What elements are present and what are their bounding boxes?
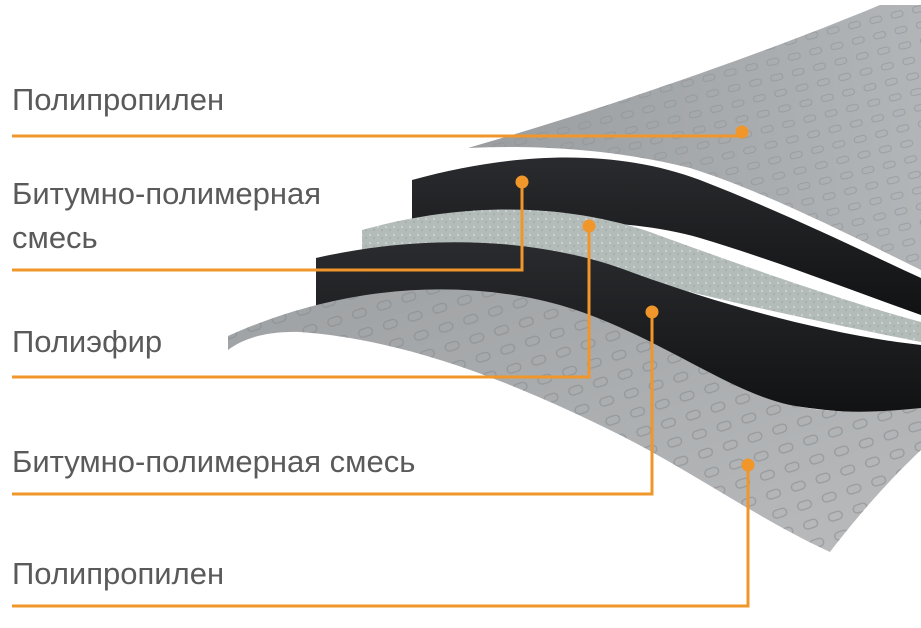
leader-line-5: [12, 465, 750, 608]
leader-dot-5: [741, 458, 755, 472]
leader-dot-4: [645, 305, 659, 319]
label-bitumen-lower: Битумно-полимерная смесь: [12, 444, 416, 479]
leader-dot-3: [582, 219, 596, 233]
leader-line-2: [12, 182, 524, 272]
label-polypropylene-top: Полипропилен: [12, 82, 225, 117]
leader-line-4: [12, 312, 654, 496]
bitumen-upper-layer: [412, 157, 921, 315]
polyester-layer: [362, 209, 921, 342]
leader-dot-1: [735, 125, 749, 139]
label-polyester: Полиэфир: [12, 324, 163, 359]
leader-dot-2: [515, 175, 529, 189]
label-polypropylene-bottom: Полипропилен: [12, 556, 225, 591]
label-bitumen-upper-line1: Битумно-полимерная: [12, 176, 322, 211]
leader-dots: [515, 125, 755, 472]
leader-line-3: [12, 226, 591, 379]
label-bitumen-upper-line2: смесь: [12, 220, 98, 255]
